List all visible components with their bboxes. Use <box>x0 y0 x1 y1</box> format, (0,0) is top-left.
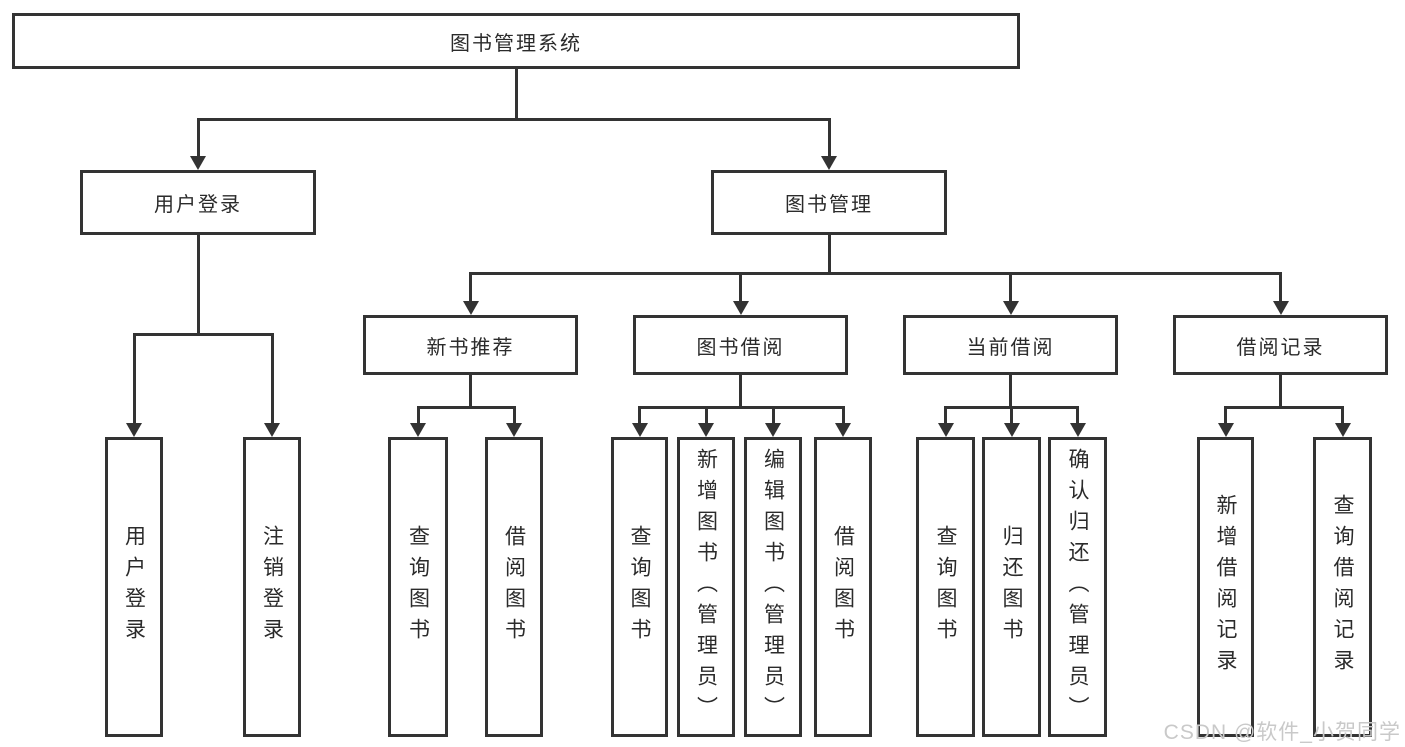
node-book-borrow: 图书借阅 <box>633 315 848 375</box>
connector-line <box>771 406 775 425</box>
connector-line <box>270 333 274 425</box>
arrow-down-icon <box>631 423 648 437</box>
connector-line <box>469 272 1282 275</box>
leaf-edit-book-admin: 编辑图书（管理员） <box>744 437 802 737</box>
arrow-down-icon <box>835 423 851 437</box>
arrow-down-icon <box>506 423 522 437</box>
connector-line <box>841 406 845 425</box>
arrow-down-icon <box>1003 423 1020 437</box>
connector-line <box>196 118 200 158</box>
arrow-down-icon <box>1217 423 1234 437</box>
connector-line <box>416 406 420 425</box>
node-current-borrow: 当前借阅 <box>903 315 1118 375</box>
connector-line <box>1009 272 1012 303</box>
connector-line <box>638 406 845 409</box>
connector-line <box>515 69 518 118</box>
connector-line <box>1341 406 1344 425</box>
connector-line <box>638 406 641 425</box>
connector-line <box>704 406 708 425</box>
leaf-borrow-book: 借阅图书 <box>814 437 872 737</box>
leaf-user-login: 用户登录 <box>105 437 163 737</box>
connector-line <box>1279 272 1282 303</box>
arrow-down-icon <box>698 423 714 437</box>
connector-line <box>133 333 274 336</box>
arrow-down-icon <box>937 423 954 437</box>
node-library-management-system: 图书管理系统 <box>12 13 1020 69</box>
arrow-down-icon <box>1334 423 1351 437</box>
csdn-watermark: CSDN @软件_小贺同学 <box>1163 721 1401 744</box>
leaf-return-book: 归还图书 <box>982 437 1041 737</box>
leaf-query-borrow-record: 查询借阅记录 <box>1313 437 1372 737</box>
node-borrow-records: 借阅记录 <box>1173 315 1388 375</box>
arrow-down-icon <box>821 156 837 170</box>
leaf-borrow-book: 借阅图书 <box>485 437 543 737</box>
node-user-login: 用户登录 <box>80 170 316 235</box>
arrow-down-icon <box>1069 423 1086 437</box>
connector-line <box>739 375 742 406</box>
leaf-query-book: 查询图书 <box>916 437 975 737</box>
connector-line <box>1224 406 1227 425</box>
leaf-query-book: 查询图书 <box>388 437 448 737</box>
connector-line <box>512 406 516 425</box>
connector-line <box>827 118 831 158</box>
leaf-add-borrow-record: 新增借阅记录 <box>1197 437 1254 737</box>
arrow-down-icon <box>1002 301 1019 315</box>
arrow-down-icon <box>126 423 142 437</box>
connector-line <box>1010 406 1013 425</box>
connector-line <box>739 272 742 303</box>
connector-line <box>944 406 947 425</box>
leaf-confirm-return-admin: 确认归还（管理员） <box>1048 437 1107 737</box>
connector-line <box>1076 406 1079 425</box>
connector-line <box>197 235 200 333</box>
connector-line <box>1009 375 1012 406</box>
arrow-down-icon <box>190 156 206 170</box>
connector-line <box>417 406 516 409</box>
leaf-add-book-admin: 新增图书（管理员） <box>677 437 735 737</box>
connector-line <box>132 333 136 425</box>
arrow-down-icon <box>410 423 426 437</box>
leaf-query-book: 查询图书 <box>611 437 668 737</box>
node-book-management: 图书管理 <box>711 170 947 235</box>
connector-line <box>469 375 472 406</box>
arrow-down-icon <box>1272 301 1289 315</box>
arrow-down-icon <box>264 423 280 437</box>
connector-line <box>469 272 472 303</box>
connector-line <box>1224 406 1344 409</box>
connector-line <box>828 235 831 272</box>
arrow-down-icon <box>462 301 479 315</box>
connector-line <box>1279 375 1282 406</box>
connector-line <box>197 118 831 121</box>
arrow-down-icon <box>765 423 781 437</box>
leaf-logout-login: 注销登录 <box>243 437 301 737</box>
arrow-down-icon <box>732 301 749 315</box>
node-new-book-recommend: 新书推荐 <box>363 315 578 375</box>
